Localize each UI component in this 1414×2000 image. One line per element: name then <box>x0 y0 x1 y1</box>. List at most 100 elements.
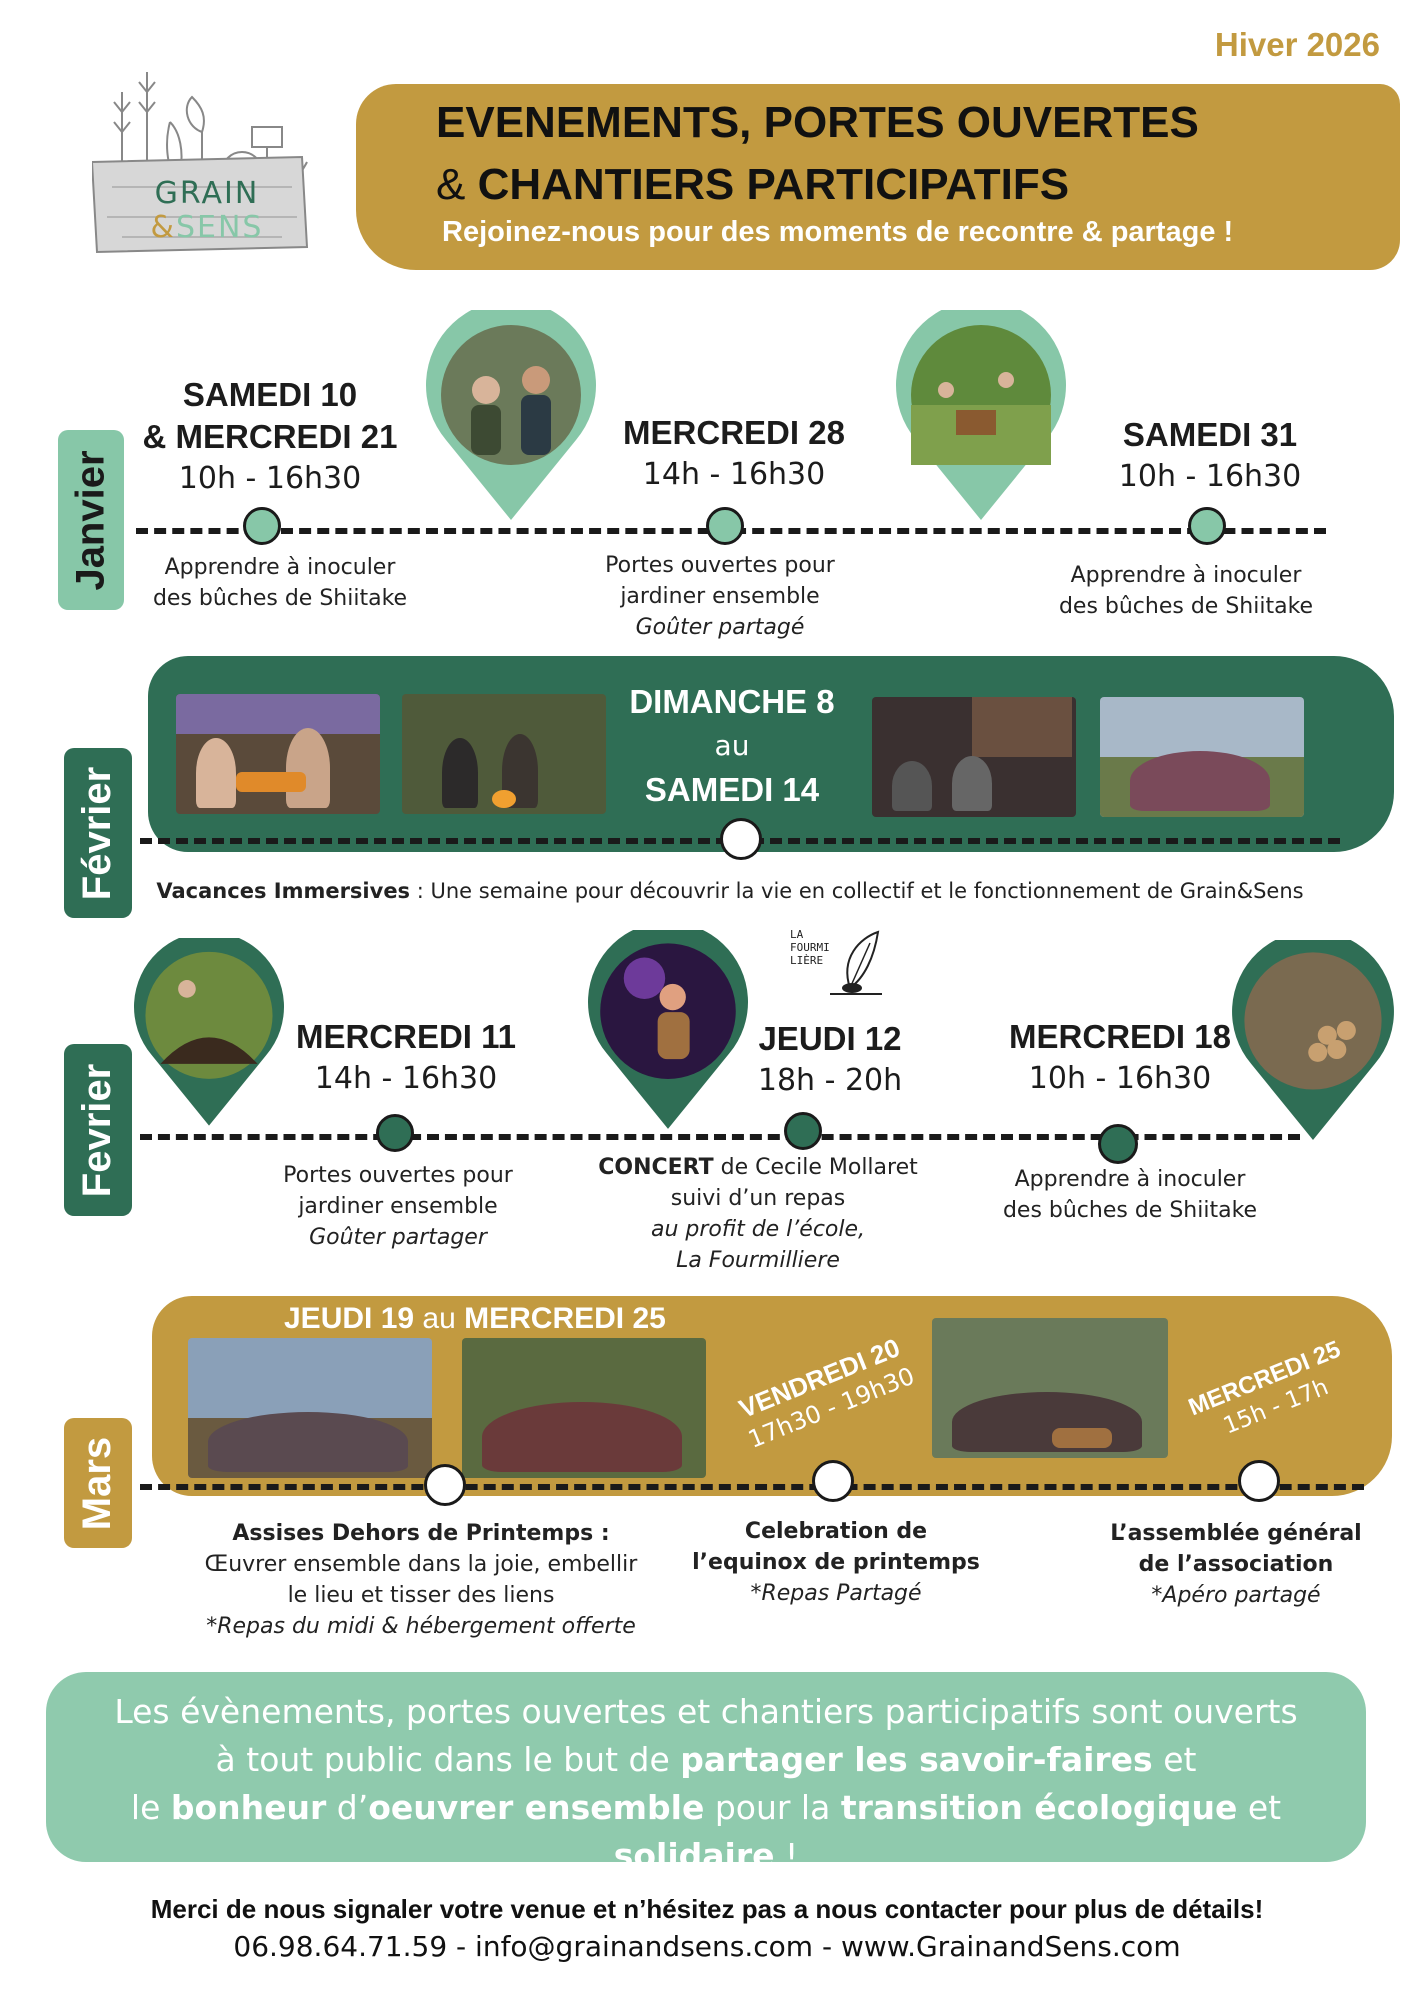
logo-text: GRAIN &SENS <box>132 177 282 245</box>
event-jan-3: SAMEDI 31 10h - 16h30 <box>1070 414 1350 498</box>
event-desc: Portes ouvertes pour <box>605 553 835 578</box>
event-jan-2: MERCREDI 28 14h - 16h30 <box>594 412 874 496</box>
event-note: Goûter partagé <box>635 615 805 640</box>
timeline-dot-feb-immersion[interactable] <box>720 818 762 860</box>
logo-sens-word: SENS <box>175 210 264 245</box>
timeline-fevrier-2 <box>140 1134 1300 1140</box>
timeline-dot-jan-2[interactable] <box>706 507 744 545</box>
subtitle: Rejoinez-nous pour des moments de recont… <box>442 216 1234 248</box>
event-date: MERCREDI 28 <box>623 414 845 451</box>
fourmiliere-text-1: LA <box>790 928 804 941</box>
event-title: Celebration de <box>744 1519 928 1544</box>
timeline-dot-mars-1[interactable] <box>424 1464 466 1506</box>
info-text: et <box>1237 1788 1282 1827</box>
info-box: Les évènements, portes ouvertes et chant… <box>46 1672 1366 1875</box>
info-line-1: Les évènements, portes ouvertes et chant… <box>114 1692 1298 1731</box>
immersion-photo-1 <box>176 694 380 814</box>
event-time: 10h - 16h30 <box>178 461 362 496</box>
event-time: 10h - 16h30 <box>1118 459 1302 494</box>
immersion-photo-2 <box>402 694 606 814</box>
event-desc: de Cecile Mollaret <box>713 1155 918 1180</box>
event-note: La Fourmilliere <box>676 1248 840 1273</box>
event-desc: Apprendre à inoculer <box>1014 1167 1246 1192</box>
event-jan-2-desc: Portes ouvertes pour jardiner ensemble G… <box>560 550 880 643</box>
event-mars-1-desc: Assises Dehors de Printemps : Œuvrer ens… <box>196 1518 646 1642</box>
info-text: à tout public dans le but de <box>215 1740 681 1779</box>
timeline-mars <box>140 1484 1364 1490</box>
info-emphasis: oeuvrer ensemble <box>368 1788 705 1827</box>
event-date: MERCREDI 11 <box>295 1018 517 1055</box>
event-jan-3-desc: Apprendre à inoculer des bûches de Shiit… <box>1026 560 1346 622</box>
logo-illustration-icon <box>90 72 309 254</box>
fourmiliere-text-2: FOURMI <box>790 941 830 954</box>
photo-pin-4 <box>588 930 748 1129</box>
event-title: L’assemblée général <box>1110 1521 1362 1546</box>
season-label: Hiver 2026 <box>1214 26 1380 63</box>
mars-range: JEUDI 19 au MERCREDI 25 <box>284 1302 666 1336</box>
timeline-dot-jan-1[interactable] <box>243 507 281 545</box>
month-text-janvier: Janvier <box>68 449 113 591</box>
month-label-fevrier-1: Février <box>64 748 132 918</box>
info-emphasis: solidaire <box>613 1836 775 1875</box>
event-date: DIMANCHE 8 <box>629 683 835 720</box>
event-jan-1: SAMEDI 10 & MERCREDI 21 10h - 16h30 <box>130 374 410 500</box>
timeline-dot-feb-2[interactable] <box>784 1112 822 1150</box>
grain-sens-logo: GRAIN &SENS <box>90 52 322 262</box>
fourmiliere-text-3: LIÈRE <box>790 954 824 967</box>
timeline-dot-jan-3[interactable] <box>1188 507 1226 545</box>
info-line-2: à tout public dans le but de partager le… <box>46 1736 1366 1784</box>
event-desc: le lieu et tisser des liens <box>287 1583 555 1608</box>
event-feb-3-desc: Apprendre à inoculer des bûches de Shiit… <box>970 1164 1290 1226</box>
timeline-dot-feb-1[interactable] <box>376 1114 414 1152</box>
month-label-mars: Mars <box>64 1418 132 1548</box>
mars-photo-3 <box>932 1318 1168 1458</box>
info-emphasis: partager les savoir-faires <box>680 1740 1153 1779</box>
month-text-mars: Mars <box>75 1436 120 1530</box>
timeline-dot-feb-3[interactable] <box>1098 1124 1138 1164</box>
event-desc-bold: CONCERT <box>598 1155 714 1180</box>
immersion-photo-4 <box>1100 697 1304 817</box>
footer-contact[interactable]: 06.98.64.71.59 - info@grainandsens.com -… <box>233 1930 1181 1963</box>
event-desc: des bûches de Shiitake <box>1058 594 1314 619</box>
info-text: le <box>130 1788 171 1827</box>
title-amp: & <box>436 160 478 209</box>
event-date: MERCREDI 18 <box>1009 1018 1231 1055</box>
info-text: et <box>1152 1740 1197 1779</box>
info-line-3: le bonheur d’oeuvrer ensemble pour la tr… <box>46 1784 1366 1880</box>
event-jan-1-desc: Apprendre à inoculer des bûches de Shiit… <box>120 552 440 614</box>
event-feb-2: JEUDI 12 18h - 20h <box>720 1018 940 1102</box>
event-date: SAMEDI 31 <box>1122 416 1298 453</box>
event-date: & MERCREDI 21 <box>142 418 398 455</box>
photo-pin-1 <box>426 310 596 520</box>
range-start: JEUDI 19 <box>284 1302 415 1335</box>
event-time: 14h - 16h30 <box>314 1061 498 1096</box>
title-line1: EVENEMENTS, PORTES OUVERTES <box>436 98 1199 147</box>
immersion-description: Vacances Immersives : Une semaine pour d… <box>130 876 1330 907</box>
event-time: 18h - 20h <box>757 1063 903 1098</box>
immersion-text: : Une semaine pour découvrir la vie en c… <box>410 879 1304 903</box>
event-feb-1: MERCREDI 11 14h - 16h30 <box>276 1016 536 1100</box>
event-desc: des bûches de Shiitake <box>152 586 408 611</box>
event-date: SAMEDI 10 <box>182 376 358 413</box>
event-feb-2-desc: CONCERT de Cecile Mollaret suivi d’un re… <box>578 1152 938 1276</box>
event-desc: suivi d’un repas <box>670 1186 846 1211</box>
event-note: *Repas du midi & hébergement offerte <box>206 1614 636 1639</box>
timeline-dot-mars-2[interactable] <box>812 1460 854 1502</box>
info-text: ! <box>774 1836 799 1875</box>
event-desc: jardiner ensemble <box>620 584 820 609</box>
logo-amp: & <box>150 210 176 245</box>
event-desc: Portes ouvertes pour <box>283 1163 513 1188</box>
event-desc: des bûches de Shiitake <box>1002 1198 1258 1223</box>
event-title: l’equinox de printemps <box>692 1550 980 1575</box>
mars-photo-1 <box>188 1338 432 1478</box>
event-desc: Œuvrer ensemble dans la joie, embellir <box>204 1552 638 1577</box>
timeline-dot-mars-3[interactable] <box>1238 1460 1280 1502</box>
month-label-janvier: Janvier <box>58 430 124 610</box>
event-note: *Repas Partagé <box>750 1581 922 1606</box>
title-line2-text: CHANTIERS PARTICIPATIFS <box>477 160 1070 209</box>
logo-sens: &SENS <box>132 211 282 245</box>
photo-pin-3 <box>134 938 284 1126</box>
event-mars-3-desc: L’assemblée général de l’association *Ap… <box>1086 1518 1386 1611</box>
month-text-fevrier: Février <box>75 766 120 900</box>
info-text: d’ <box>326 1788 369 1827</box>
